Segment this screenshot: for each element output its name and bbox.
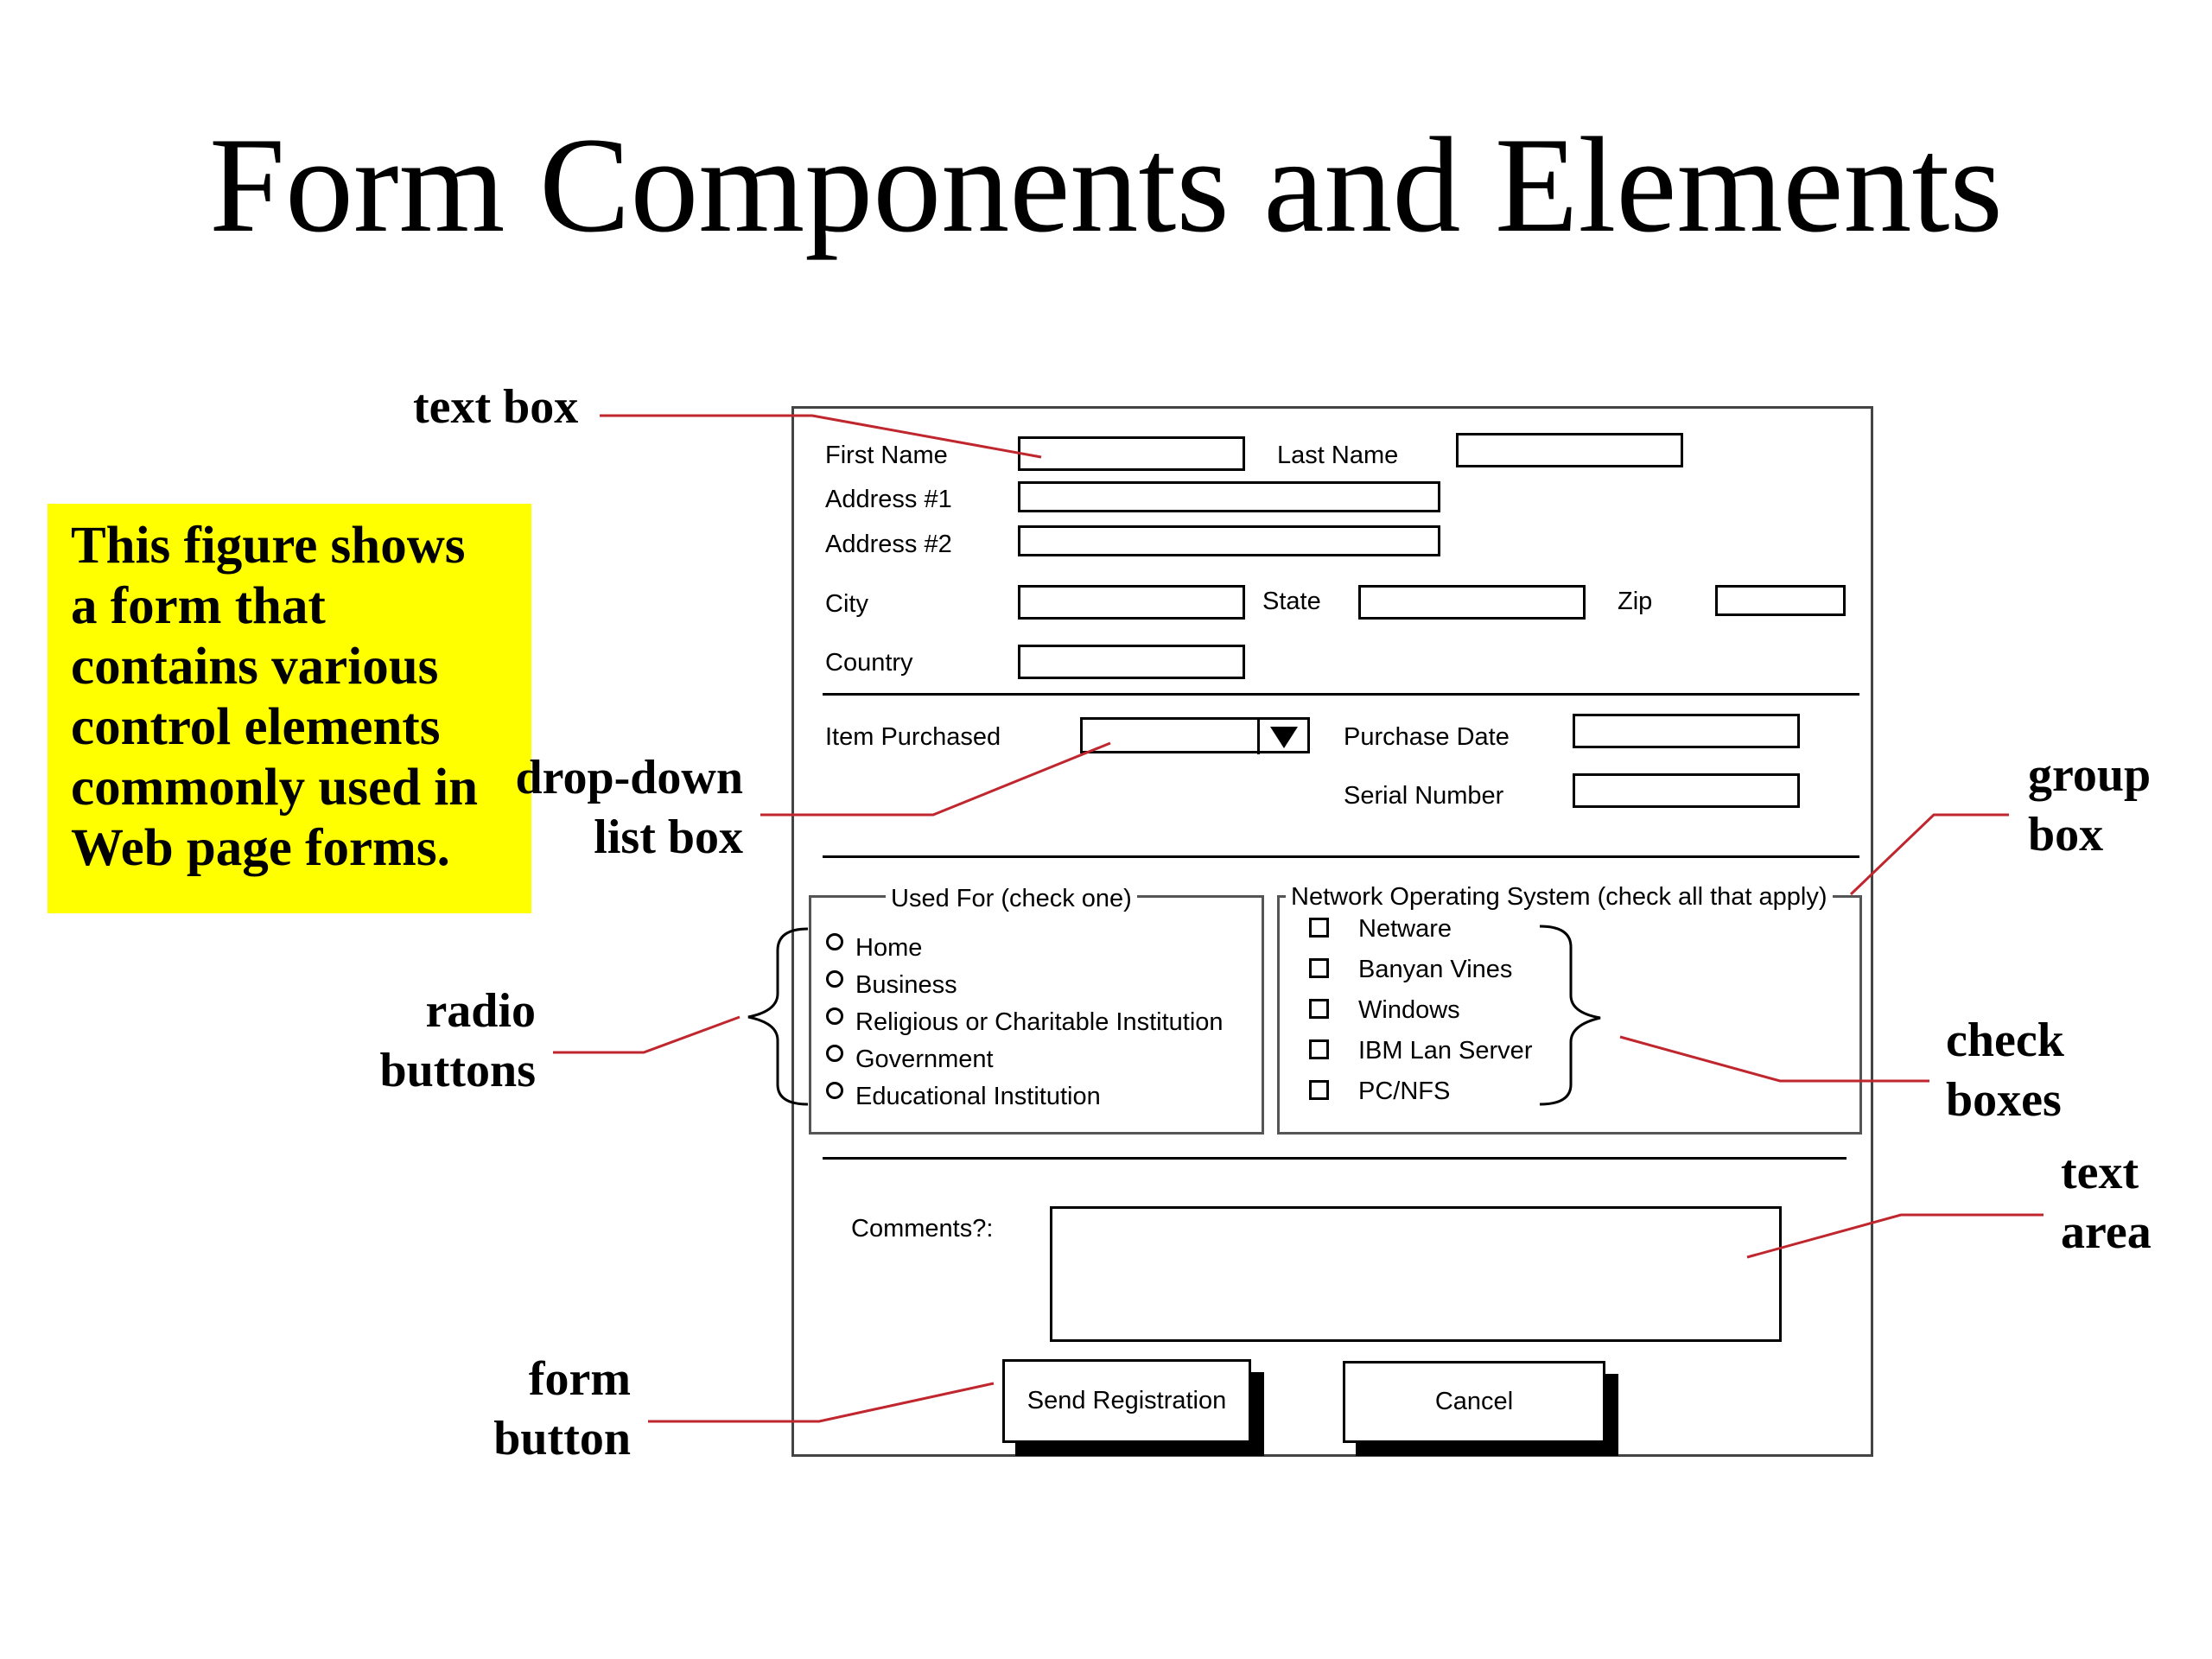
leader-check (1619, 1035, 1929, 1083)
radio-home[interactable] (826, 933, 843, 950)
slide-title: Form Components and Elements (209, 110, 2003, 261)
checkbox-windows[interactable] (1309, 999, 1329, 1019)
note-line: Web page forms. (71, 819, 450, 877)
purchase-date-input[interactable] (1573, 714, 1800, 748)
last-name-input[interactable] (1456, 433, 1683, 467)
zip-input[interactable] (1715, 585, 1846, 616)
callout-radio-line1: radio (425, 984, 536, 1038)
callout-drop-down-line1: drop-down (515, 751, 743, 804)
send-registration-button[interactable]: Send Registration (1002, 1359, 1251, 1443)
callout-check-line1: check (1946, 1014, 2064, 1067)
callout-check-line2: boxes (1946, 1073, 2062, 1127)
callout-text-box: text box (413, 380, 579, 434)
radio-brace (747, 927, 809, 1106)
note-line: control elements (71, 698, 441, 756)
used-for-legend: Used For (check one) (886, 884, 1137, 913)
checkbox-label: Banyan Vines (1358, 956, 1513, 983)
city-input[interactable] (1018, 585, 1245, 620)
divider (823, 1157, 1847, 1160)
leader-text-box (600, 414, 1042, 459)
callout-text-area-line2: area (2061, 1205, 2152, 1259)
country-input[interactable] (1018, 645, 1245, 679)
state-input[interactable] (1358, 585, 1586, 620)
radio-educational[interactable] (826, 1082, 843, 1099)
dropdown-arrow-icon[interactable] (1257, 720, 1307, 754)
address1-input[interactable] (1018, 481, 1440, 512)
serial-number-label: Serial Number (1344, 782, 1504, 810)
radio-label: Home (855, 934, 923, 962)
note-line: contains various (71, 638, 439, 696)
checkbox-label: Windows (1358, 996, 1460, 1024)
leader-drop-down (760, 741, 1111, 817)
country-label: Country (825, 649, 913, 677)
comments-label: Comments?: (851, 1215, 994, 1243)
radio-religious[interactable] (826, 1007, 843, 1025)
serial-number-input[interactable] (1573, 773, 1800, 808)
callout-drop-down-line2: list box (594, 810, 743, 864)
checkbox-brace (1539, 925, 1601, 1106)
description-note: This figure shows a form that contains v… (48, 504, 531, 913)
radio-label: Educational Institution (855, 1083, 1101, 1110)
checkbox-banyan-vines[interactable] (1309, 958, 1329, 978)
radio-label: Religious or Charitable Institution (855, 1008, 1224, 1036)
note-line: commonly used in (71, 759, 479, 817)
radio-label: Government (855, 1046, 994, 1073)
checkbox-label: Netware (1358, 915, 1452, 943)
checkbox-label: PC/NFS (1358, 1077, 1451, 1105)
checkbox-label: IBM Lan Server (1358, 1037, 1533, 1065)
divider (823, 855, 1859, 858)
zip-label: Zip (1618, 588, 1653, 615)
first-name-label: First Name (825, 442, 948, 469)
leader-text-area (1746, 1213, 2044, 1259)
callout-radio-line2: buttons (379, 1044, 536, 1097)
leader-group-box (1849, 813, 2009, 896)
callout-form-button-line2: button (493, 1412, 631, 1465)
callout-group-box-line1: group (2028, 748, 2152, 802)
address2-input[interactable] (1018, 525, 1440, 556)
network-os-legend: Network Operating System (check all that… (1286, 882, 1833, 912)
callout-group-box-line2: box (2028, 808, 2104, 861)
checkbox-pc-nfs[interactable] (1309, 1080, 1329, 1100)
callout-text-area-line1: text (2061, 1146, 2139, 1199)
comments-textarea[interactable] (1050, 1206, 1782, 1342)
radio-government[interactable] (826, 1045, 843, 1062)
checkbox-ibm-lan-server[interactable] (1309, 1039, 1329, 1059)
item-purchased-label: Item Purchased (825, 723, 1001, 751)
callout-form-button-line1: form (528, 1352, 631, 1406)
leader-radio (553, 1015, 741, 1054)
radio-business[interactable] (826, 970, 843, 988)
state-label: State (1262, 588, 1321, 615)
leader-form-button (648, 1382, 995, 1423)
address2-label: Address #2 (825, 531, 952, 558)
purchase-date-label: Purchase Date (1344, 723, 1510, 751)
note-line: a form that (71, 577, 326, 635)
cancel-button[interactable]: Cancel (1343, 1361, 1605, 1443)
city-label: City (825, 590, 868, 618)
note-line: This figure shows (71, 517, 466, 575)
checkbox-netware[interactable] (1309, 918, 1329, 938)
radio-label: Business (855, 971, 957, 999)
first-name-input[interactable] (1018, 436, 1245, 471)
last-name-label: Last Name (1277, 442, 1399, 469)
address1-label: Address #1 (825, 486, 952, 513)
divider (823, 693, 1859, 696)
item-purchased-dropdown[interactable] (1080, 717, 1310, 754)
